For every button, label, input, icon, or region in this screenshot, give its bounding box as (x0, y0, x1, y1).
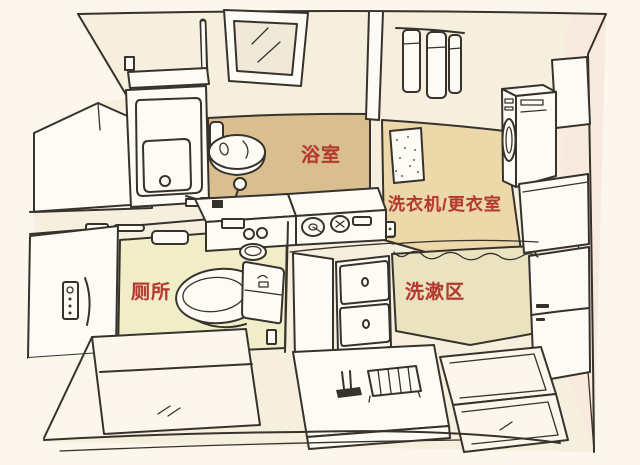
label-bathroom: 浴室 (301, 145, 342, 166)
step-edge (391, 239, 539, 261)
label-toilet: 厕所 (131, 282, 172, 303)
label-laundry-room: 洗衣机/更衣室 (388, 195, 502, 214)
toilet-shelf-items (151, 227, 268, 261)
bath-mat (389, 127, 425, 184)
toilet-right-wall (284, 221, 289, 353)
toilet (175, 261, 285, 345)
control-panel (287, 187, 387, 246)
toilet-door (27, 225, 119, 359)
bath-window (223, 9, 309, 87)
label-washing-area: 洗漱区 (405, 282, 466, 303)
counter (194, 193, 297, 252)
floor-mats-left (43, 328, 261, 439)
entry-floor (28, 352, 116, 440)
storage-cabinets (518, 173, 591, 383)
floor-mats-right (439, 346, 569, 453)
bath-stool (208, 134, 266, 176)
partition-wall (365, 11, 396, 238)
washing-machine (501, 56, 591, 188)
toothbrush-stand (336, 370, 362, 398)
counter-table (292, 344, 451, 450)
left-closet (33, 102, 153, 213)
bathtub (125, 67, 219, 208)
baseboard (43, 430, 561, 452)
tray (367, 365, 422, 403)
vanity-cabinet (289, 235, 397, 368)
towel-rack (395, 27, 465, 99)
